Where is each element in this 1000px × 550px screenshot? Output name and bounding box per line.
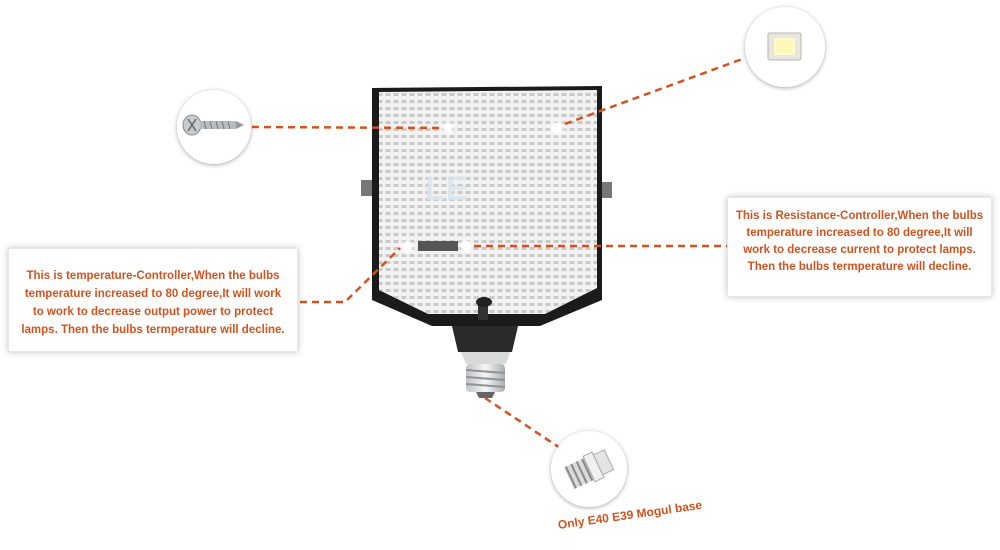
right-bracket bbox=[600, 182, 612, 198]
callout-line: Then the bulbs termperature will decline… bbox=[747, 261, 972, 273]
base-connector bbox=[484, 396, 561, 450]
screw-connector bbox=[251, 125, 441, 130]
callout-line: temperature increased to 80 degree,It wi… bbox=[746, 227, 973, 239]
cable-gland bbox=[478, 300, 488, 320]
callout-line: temperature increased to 80 degree,It wi… bbox=[24, 288, 282, 300]
callout-line: This is Resistance-Controller,When the b… bbox=[735, 210, 984, 222]
temperature-connector bbox=[300, 247, 401, 304]
screw-icon bbox=[177, 90, 251, 164]
callout-line: to work to decrease output power to prot… bbox=[32, 306, 274, 318]
mogul-base-icon bbox=[551, 431, 627, 507]
screw-base bbox=[465, 364, 506, 398]
callout-line: This is temperature-Controller,When the … bbox=[26, 270, 280, 282]
connector-lines bbox=[251, 56, 746, 450]
callout-line: lamps. Then the bulbs termperature will … bbox=[21, 324, 285, 336]
control-chip bbox=[418, 241, 458, 251]
lamp-neck bbox=[452, 326, 518, 352]
temperature-controller-callout: This is temperature-Controller,When the … bbox=[8, 248, 298, 352]
callout-line: work to decrease current to protect lamp… bbox=[743, 244, 976, 256]
chip-connector bbox=[564, 56, 746, 126]
led-array bbox=[379, 90, 597, 314]
led-chip-icon bbox=[745, 7, 825, 87]
left-bracket bbox=[361, 180, 373, 196]
resistance-controller-callout: This is Resistance-Controller,When the b… bbox=[727, 197, 992, 297]
watermark-logo: LE bbox=[425, 170, 468, 208]
led-lamp: LE bbox=[361, 86, 612, 398]
